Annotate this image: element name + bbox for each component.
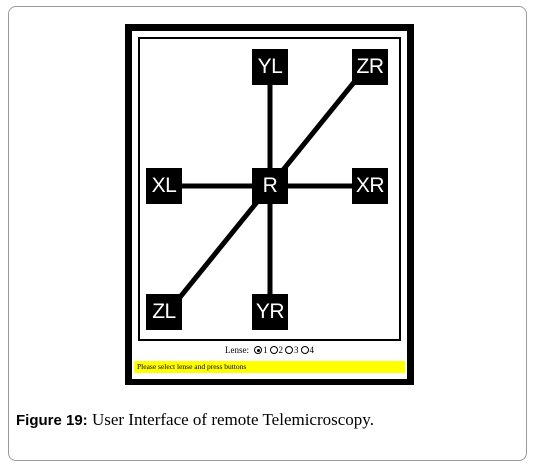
lense-option-2: 2 bbox=[278, 345, 284, 355]
yr-button[interactable]: YR bbox=[252, 294, 288, 330]
zr-button[interactable]: ZR bbox=[352, 49, 388, 85]
lense-label: Lense: bbox=[225, 345, 249, 355]
lense-option-4: 4 bbox=[309, 345, 315, 355]
yl-button[interactable]: YL bbox=[252, 49, 288, 85]
zl-button[interactable]: ZL bbox=[146, 294, 182, 330]
xl-button[interactable]: XL bbox=[146, 168, 182, 204]
lense-option-3: 3 bbox=[294, 345, 299, 355]
lense-radio-4[interactable] bbox=[300, 346, 309, 354]
lense-selector: Lense: 1 2 3 4 bbox=[132, 343, 407, 357]
lense-radio-2[interactable] bbox=[269, 346, 278, 354]
xr-button[interactable]: XR bbox=[352, 168, 388, 204]
caption-label: Figure 19: bbox=[16, 412, 88, 429]
telemicroscopy-window: YL ZR XL R XR ZL YR Lense: 1 2 3 4 Pleas… bbox=[125, 24, 414, 385]
lense-radio-1[interactable] bbox=[254, 346, 262, 354]
window-content: YL ZR XL R XR ZL YR Lense: 1 2 3 4 Pleas… bbox=[132, 31, 407, 379]
status-bar: Please select lense and press buttons bbox=[134, 361, 405, 373]
r-button[interactable]: R bbox=[252, 168, 288, 204]
caption-text: User Interface of remote Telemicroscopy. bbox=[91, 410, 374, 429]
figure-caption: Figure 19: User Interface of remote Tele… bbox=[16, 410, 374, 430]
control-pad: YL ZR XL R XR ZL YR bbox=[138, 37, 401, 341]
lense-option-1: 1 bbox=[263, 345, 268, 355]
lense-radio-3[interactable] bbox=[285, 346, 293, 354]
